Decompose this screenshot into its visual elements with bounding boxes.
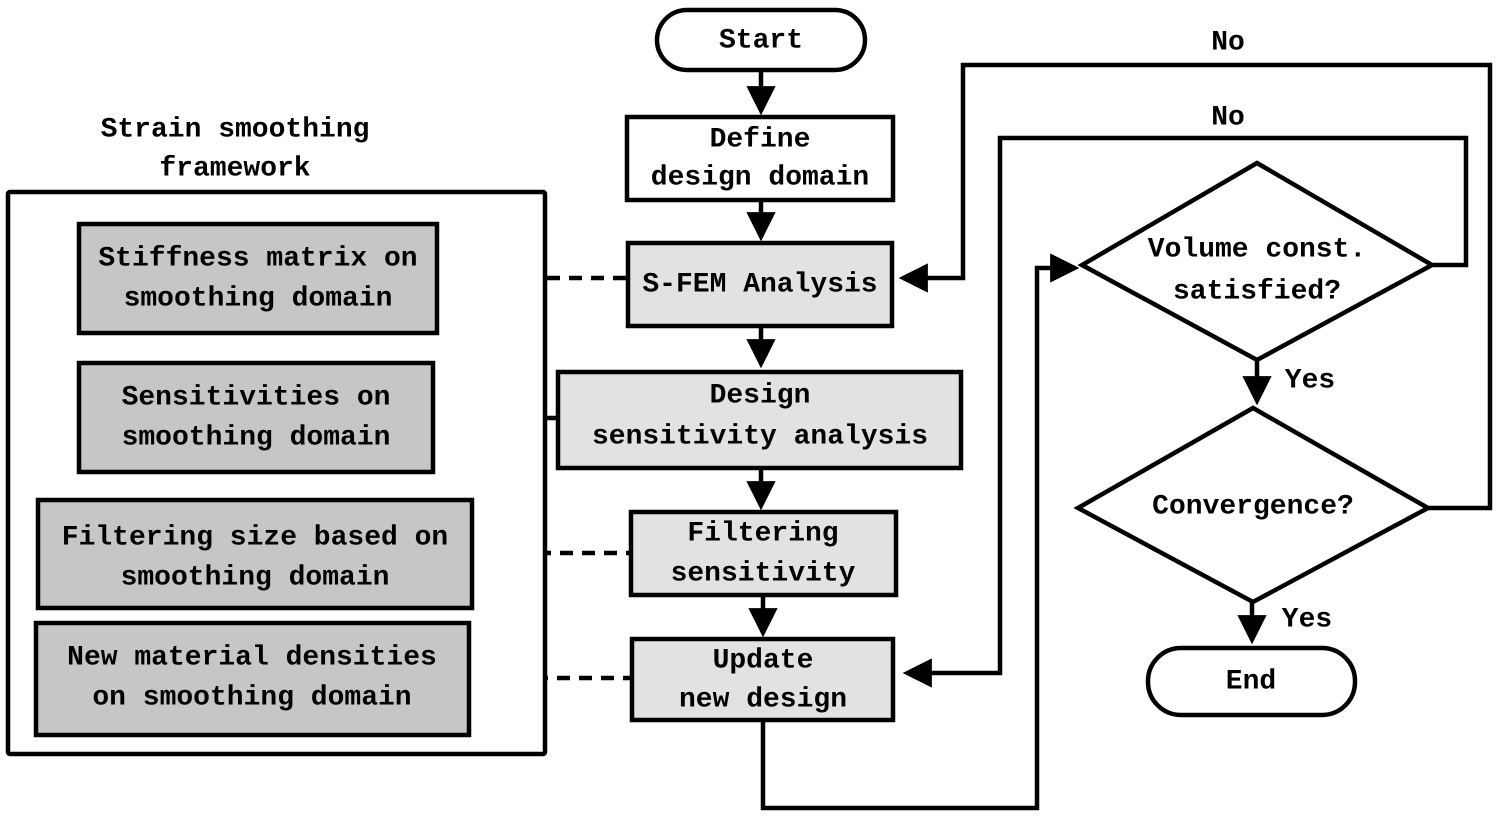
framework-title-line1: Strain smoothing	[101, 115, 370, 146]
node-volume-constraint-line2: satisfied?	[1173, 277, 1341, 308]
node-sensitivities-line1: Sensitivities on	[122, 383, 391, 414]
node-filtering-sensitivity	[628, 509, 899, 598]
edge-convergence-no-to-sfem	[898, 62, 1493, 511]
framework-title-line2: framework	[159, 154, 310, 185]
edge-label-volume-yes: Yes	[1285, 366, 1335, 397]
edge-label-convergence-yes: Yes	[1282, 605, 1332, 636]
node-volume-constraint-line1: Volume const.	[1148, 235, 1366, 266]
node-define-domain-line1: Define	[710, 125, 811, 156]
node-volume-constraint-decision	[1077, 160, 1437, 363]
node-sensitivities-line2: smoothing domain	[122, 423, 391, 454]
node-define-domain	[624, 114, 896, 203]
node-filtering-sensitivity-line2: sensitivity	[671, 559, 856, 590]
node-convergence-label: Convergence?	[1152, 492, 1354, 523]
node-update-design	[629, 636, 896, 723]
node-filter-size-line1: Filtering size based on	[62, 523, 448, 554]
node-end	[1145, 645, 1358, 718]
node-design-sensitivity-line1: Design	[710, 381, 811, 412]
node-sfem-analysis	[625, 240, 895, 329]
node-stiffness-matrix-line1: Stiffness matrix on	[98, 244, 417, 275]
node-start-label: Start	[719, 26, 803, 57]
node-design-sensitivity-line2: sensitivity analysis	[592, 422, 928, 453]
node-filter-size-line2: smoothing domain	[121, 563, 390, 594]
node-filter-size	[35, 497, 475, 611]
node-update-design-line2: new design	[679, 685, 847, 716]
node-define-domain-line2: design domain	[651, 163, 869, 194]
node-update-design-line1: Update	[713, 646, 814, 677]
node-filtering-sensitivity-line1: Filtering	[687, 519, 838, 550]
edge-label-convergence-no: No	[1211, 28, 1245, 59]
node-densities-line1: New material densities	[67, 643, 437, 674]
node-densities	[33, 620, 472, 738]
node-convergence-decision	[1073, 405, 1433, 605]
node-stiffness-matrix-line2: smoothing domain	[124, 284, 393, 315]
node-stiffness-matrix	[76, 221, 440, 336]
edge-volume-no-to-update	[902, 135, 1469, 688]
edge-update-to-volume	[760, 253, 1080, 811]
node-sensitivities	[76, 360, 436, 475]
node-design-sensitivity	[555, 369, 964, 471]
node-densities-line2: on smoothing domain	[92, 683, 411, 714]
edge-label-volume-no: No	[1211, 103, 1245, 134]
node-sfem-analysis-label: S-FEM Analysis	[642, 270, 877, 301]
node-start	[654, 7, 868, 73]
node-end-label: End	[1226, 667, 1276, 698]
